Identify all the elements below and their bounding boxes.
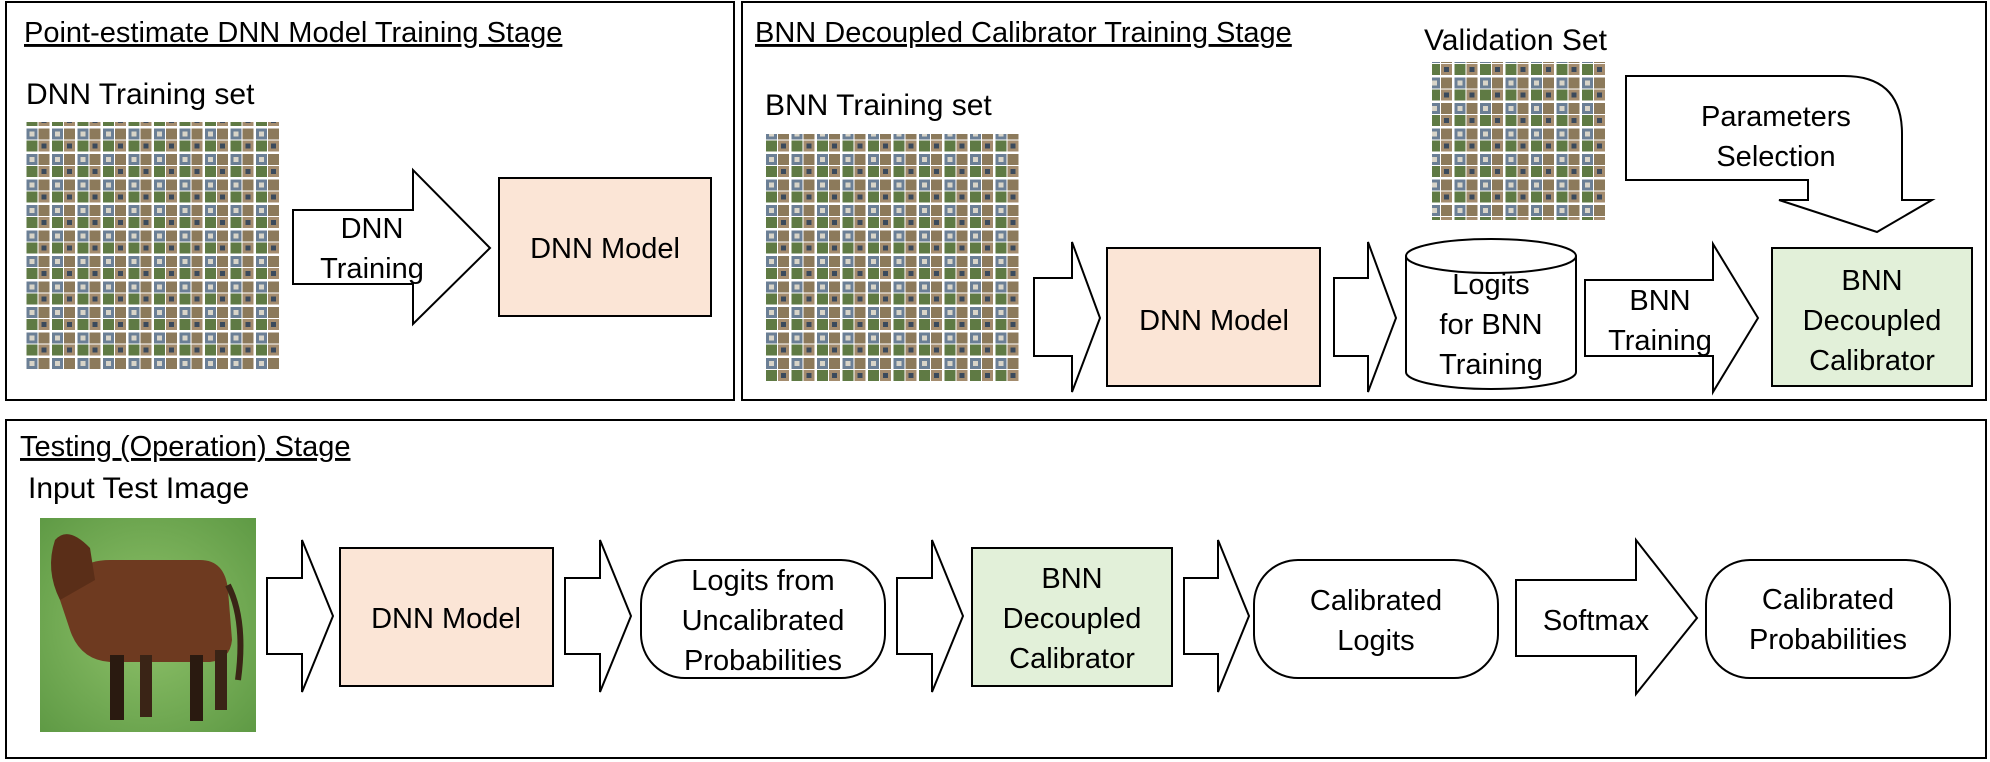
calibrated-logits-label-line2: Logits xyxy=(1337,625,1414,657)
input-test-image-label: Input Test Image xyxy=(28,472,249,505)
logits-for-bnn-training-label-line3: Training xyxy=(1439,349,1543,381)
logits-for-bnn-training-label-line2: for BNN xyxy=(1439,309,1542,341)
testing-bnn-calibrator-box xyxy=(971,547,1173,687)
calibrator-stage-bnn-calibrator-label-line3: Calibrator xyxy=(1809,345,1935,377)
calibrator-stage-title: BNN Decoupled Calibrator Training Stage xyxy=(755,17,1292,49)
training-dnn-model-box xyxy=(498,177,712,317)
training-dnn-model-label: DNN Model xyxy=(530,233,680,265)
model-to-logits-arrow xyxy=(1333,241,1398,393)
testing-bnn-calibrator-label-line1: BNN xyxy=(1041,563,1102,595)
uncalibrated-logits-box xyxy=(640,559,886,679)
bnn-training-arrow xyxy=(1584,240,1760,396)
parameters-selection-label-line1: Parameters xyxy=(1701,101,1851,133)
bnn-training-arrow-label-line2: Training xyxy=(1608,325,1712,357)
bnn-training-set-label: BNN Training set xyxy=(765,89,992,122)
validation-set-label: Validation Set xyxy=(1424,24,1608,57)
uncalibrated-logits-label-line2: Uncalibrated xyxy=(682,605,845,637)
dnn-training-arrow xyxy=(292,167,492,327)
dnn-training-arrow-label-line1: DNN xyxy=(341,213,404,245)
parameters-selection-arrow xyxy=(1625,75,1936,234)
model-to-uncalibrated-logits-arrow xyxy=(564,539,633,693)
calibrator-stage-panel xyxy=(741,1,1987,401)
testing-dnn-model-box xyxy=(339,547,554,687)
calibrated-logits-label-line1: Calibrated xyxy=(1310,585,1442,617)
logits-for-bnn-training-label-line1: Logits xyxy=(1452,269,1529,301)
calibrator-stage-bnn-calibrator-box xyxy=(1771,247,1973,387)
training-stage-title: Point-estimate DNN Model Training Stage xyxy=(24,17,562,49)
testing-bnn-calibrator-label-line3: Calibrator xyxy=(1009,643,1135,675)
calibrator-dnn-model-box xyxy=(1106,247,1321,387)
uncalibrated-logits-label-line3: Probabilities xyxy=(684,645,842,677)
logits-to-calibrator-arrow xyxy=(896,539,965,693)
testing-dnn-model-label: DNN Model xyxy=(371,603,521,635)
softmax-arrow xyxy=(1515,537,1699,697)
testing-bnn-calibrator-label-line2: Decoupled xyxy=(1003,603,1142,635)
bnn-set-to-model-arrow xyxy=(1033,241,1102,393)
calibrated-probabilities-label-line2: Probabilities xyxy=(1749,624,1907,656)
logits-cylinder-top xyxy=(1405,238,1577,274)
bnn-training-arrow-label-line1: BNN xyxy=(1629,285,1690,317)
calibrator-stage-bnn-calibrator-label-line2: Decoupled xyxy=(1803,305,1942,337)
testing-stage-panel xyxy=(5,419,1987,759)
validation-set-image-grid xyxy=(1432,62,1607,220)
calibrator-to-calibrated-logits-arrow xyxy=(1183,539,1251,693)
input-test-image xyxy=(40,518,256,732)
uncalibrated-logits-label-line1: Logits from xyxy=(691,565,834,597)
parameters-selection-label-line2: Selection xyxy=(1716,141,1835,173)
calibrated-probabilities-box xyxy=(1705,559,1951,679)
calibrated-logits-box xyxy=(1253,559,1499,679)
dnn-training-arrow-label-line2: Training xyxy=(320,253,424,285)
bnn-training-set-image-grid xyxy=(765,134,1019,382)
softmax-arrow-label: Softmax xyxy=(1543,605,1650,637)
dnn-training-set-label: DNN Training set xyxy=(26,78,255,111)
calibrator-stage-bnn-calibrator-label-line1: BNN xyxy=(1841,265,1902,297)
image-to-model-arrow xyxy=(266,539,335,693)
logits-for-bnn-training-cylinder xyxy=(1405,256,1577,390)
calibrated-probabilities-label-line1: Calibrated xyxy=(1762,584,1894,616)
dnn-training-set-image-grid xyxy=(26,122,281,370)
calibrator-dnn-model-label: DNN Model xyxy=(1139,305,1289,337)
training-stage-panel xyxy=(5,1,735,401)
testing-stage-title: Testing (Operation) Stage xyxy=(20,431,350,463)
